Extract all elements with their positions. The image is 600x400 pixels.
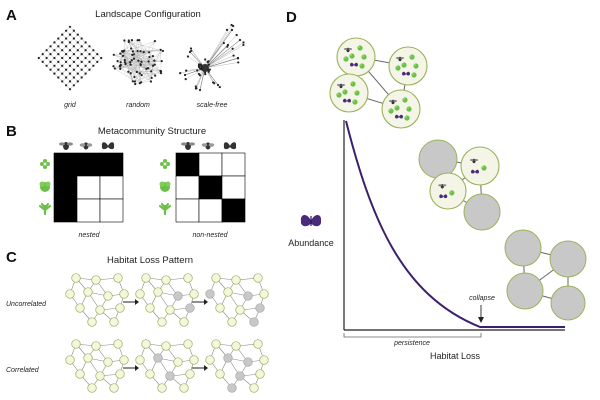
panel-b: B Metacommunity Structure: [6, 123, 246, 239]
grid-network: [37, 25, 103, 91]
landscape-partial-loss: [418, 139, 501, 231]
flower-icon: [40, 159, 50, 169]
nested-matrix: [53, 152, 124, 223]
shrub-icon: [39, 181, 51, 192]
habitat-patch: [388, 46, 428, 86]
y-axis-label: Abundance: [288, 238, 334, 248]
landscape-intact: [329, 37, 428, 129]
herb-icon: [158, 202, 172, 216]
habitat-network: [65, 339, 129, 393]
non-nested-matrix: [175, 152, 246, 223]
habitat-network: [205, 273, 269, 327]
panel-a-title: Landscape Configuration: [95, 9, 201, 20]
panel-a-letter: A: [6, 7, 17, 24]
habitat-patch: [460, 146, 500, 186]
flower-icon: [160, 159, 170, 169]
bee-icon: [181, 142, 195, 150]
panel-b-letter: B: [6, 123, 17, 140]
caption-grid: grid: [64, 102, 77, 109]
collapse-label: collapse: [469, 295, 495, 302]
fly-icon: [201, 142, 215, 150]
persistence-bracket: [343, 333, 482, 338]
collapse-arrowhead: [478, 317, 484, 323]
habitat-loss-networks: [65, 273, 269, 393]
abundance-curve: [345, 120, 565, 328]
herb-icon: [38, 202, 52, 216]
panel-a: A Landscape Configuration grid random sc…: [6, 7, 245, 109]
arrow-icon: [123, 299, 208, 371]
shrub-icon: [159, 181, 171, 192]
panel-b-title: Metacommunity Structure: [98, 126, 206, 137]
scale-free-network: [179, 23, 245, 92]
habitat-patch: [381, 89, 421, 129]
panel-c: C Habitat Loss Pattern Uncorrelated Corr…: [6, 249, 269, 393]
habitat-patch: [329, 73, 369, 113]
panel-c-title: Habitat Loss Pattern: [107, 255, 193, 266]
caption-non-nested: non-nested: [192, 232, 228, 239]
bee-icon: [59, 142, 73, 150]
random-network: [112, 38, 165, 86]
landscape-collapsed: [504, 229, 587, 321]
x-axis-label: Habitat Loss: [430, 351, 481, 361]
butterfly-icon: [300, 215, 322, 227]
caption-random: random: [126, 102, 150, 109]
habitat-network: [65, 273, 129, 327]
butterfly-icon: [101, 142, 115, 150]
habitat-patch: [336, 37, 376, 77]
caption-scale-free: scale-free: [197, 102, 228, 109]
panel-c-letter: C: [6, 249, 17, 266]
row-label-uncorrelated: Uncorrelated: [6, 301, 47, 308]
butterfly-icon: [223, 142, 237, 150]
caption-nested: nested: [78, 232, 100, 239]
habitat-network: [205, 339, 269, 393]
panel-d-letter: D: [286, 9, 297, 26]
panel-d: D persistence collapse Abundance Habitat…: [286, 9, 587, 361]
fly-icon: [79, 142, 93, 150]
habitat-patch: [429, 172, 467, 210]
row-label-correlated: Correlated: [6, 367, 40, 374]
habitat-network: [135, 273, 199, 327]
persistence-label: persistence: [393, 340, 430, 347]
habitat-network: [135, 339, 199, 393]
